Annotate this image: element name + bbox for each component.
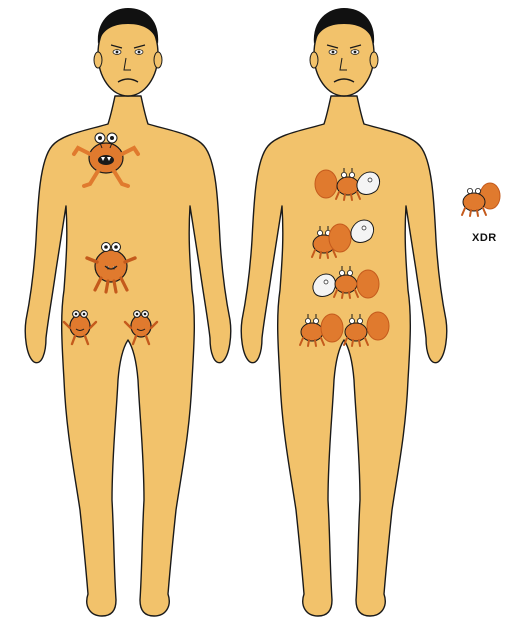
left-head <box>94 8 162 96</box>
xdr-label: XDR <box>472 232 497 244</box>
right-figure <box>241 8 446 616</box>
right-head <box>310 8 378 96</box>
xdr-legend-icon <box>462 183 500 216</box>
left-figure <box>25 8 230 616</box>
